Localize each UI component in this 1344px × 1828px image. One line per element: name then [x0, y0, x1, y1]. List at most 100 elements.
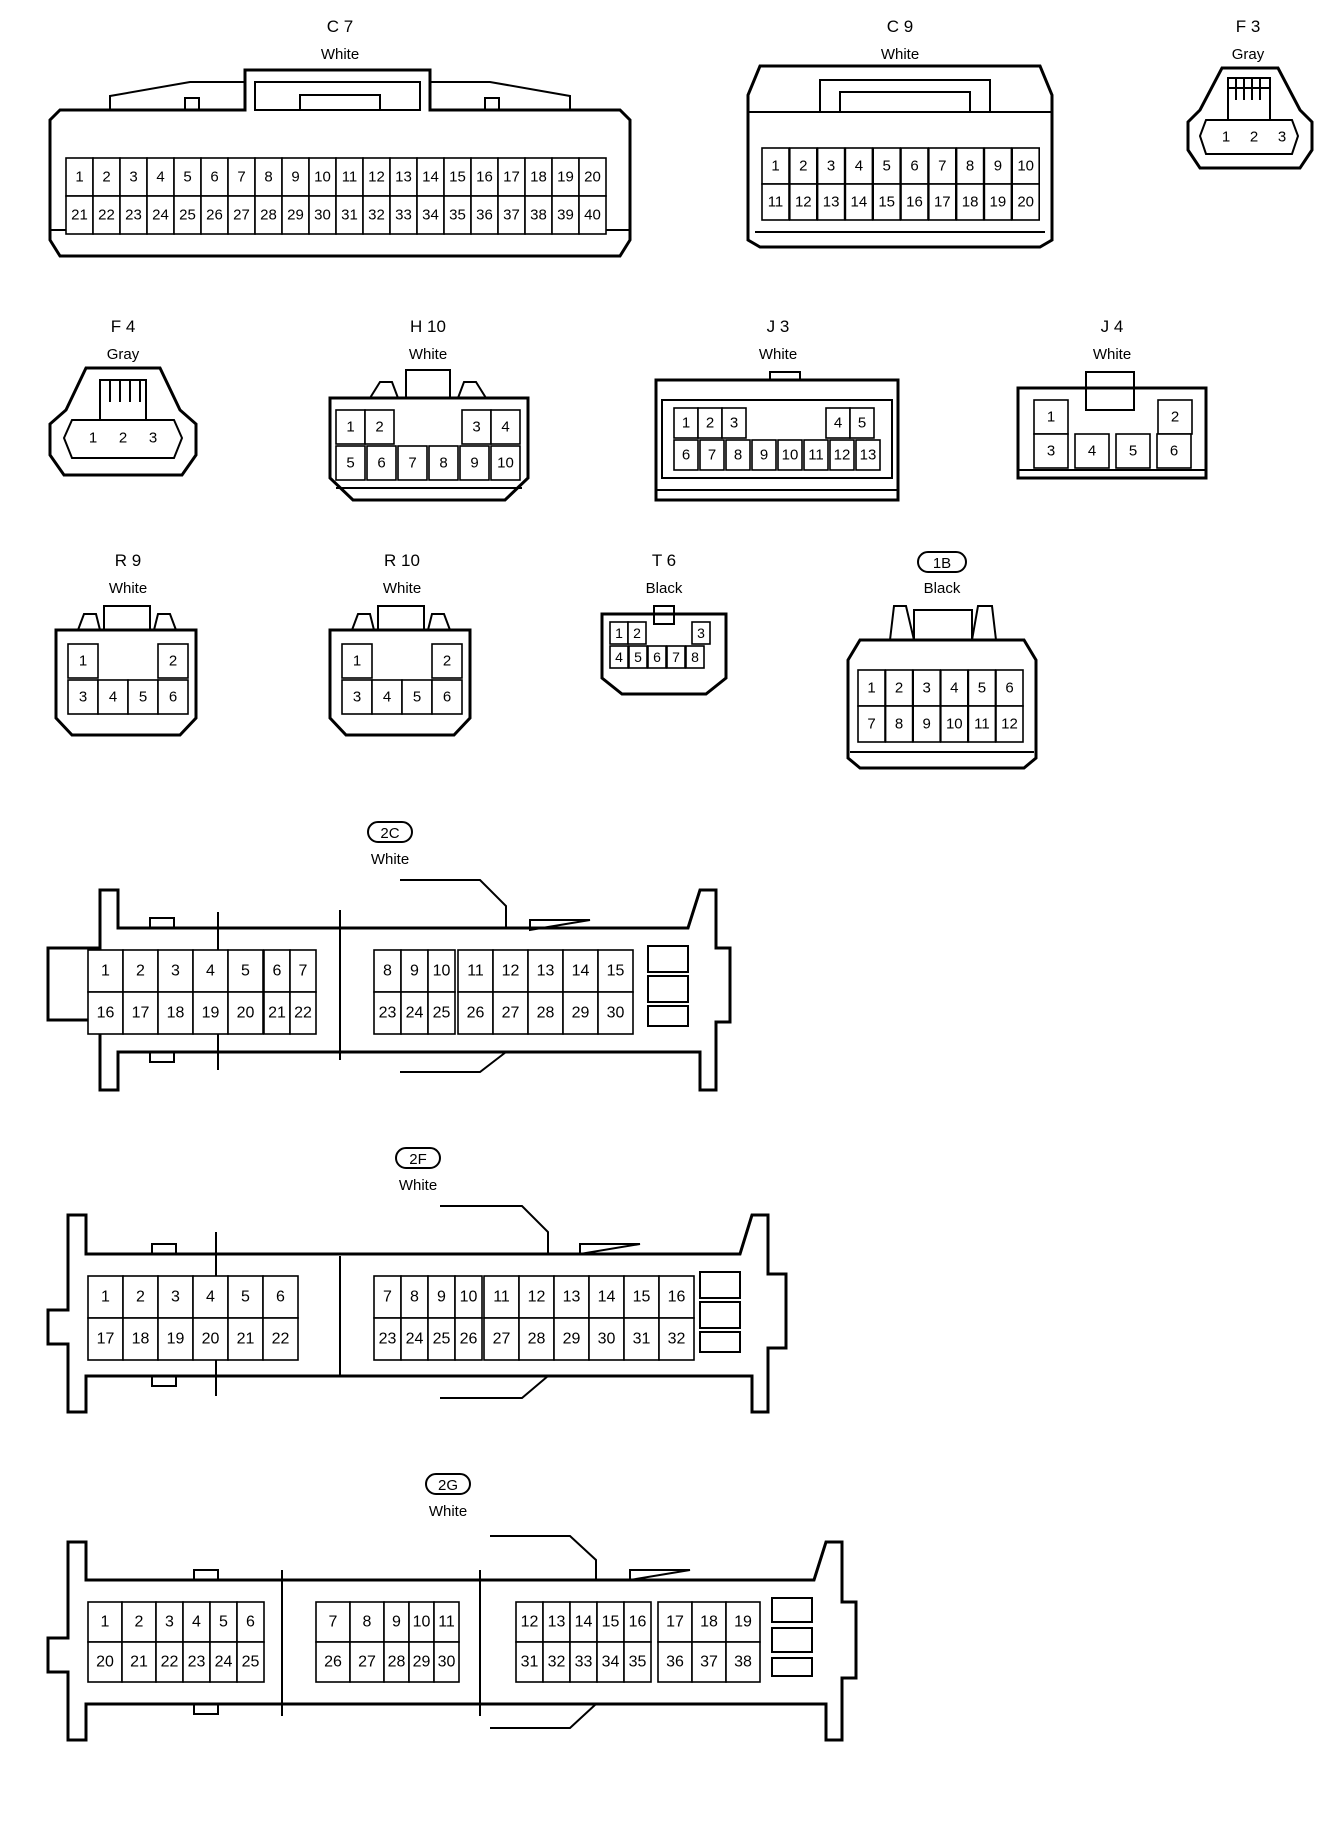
pin-2G-1-cell [87, 1601, 123, 1643]
pin-2C-16-cell [87, 991, 124, 1035]
pin-2G-37: 37 [700, 1654, 718, 1671]
pin-2F-23-cell [373, 1317, 402, 1361]
pin-J4-5-cell [1115, 433, 1151, 469]
pin-T6-2: 2 [633, 625, 641, 641]
pin-C7-1: 1 [75, 169, 83, 186]
pin-1B-3: 3 [923, 680, 931, 697]
pin-2G-30-cell [433, 1641, 460, 1683]
pin-C7-18-cell [524, 157, 553, 197]
connector-2G: 2G White 1202213224235246257268279281029… [46, 1473, 858, 1742]
pin-T6-4: 4 [615, 649, 623, 665]
connector-H10-color: White [409, 346, 447, 363]
pin-2C-23-cell [373, 991, 402, 1035]
pin-C7-26-cell [200, 195, 229, 235]
pin-J3-6: 6 [682, 447, 690, 464]
pin-C7-4: 4 [156, 169, 164, 186]
pin-2F-22-cell [262, 1317, 299, 1361]
pin-J3-10: 10 [782, 447, 799, 464]
pin-2G-23: 23 [188, 1654, 206, 1671]
pin-1B-9-cell [912, 705, 942, 743]
pin-J3-11: 11 [808, 447, 824, 464]
pin-C9-12: 12 [795, 194, 812, 211]
pin-2C-14: 14 [572, 963, 590, 980]
pin-C7-35-cell [443, 195, 472, 235]
pin-T6-4-cell [609, 645, 629, 669]
pin-C7-37: 37 [503, 207, 520, 224]
pin-C7-15: 15 [449, 169, 466, 186]
pin-2G-36-cell [657, 1641, 693, 1683]
pin-C7-27: 27 [233, 207, 250, 224]
pin-C9-16-cell [900, 183, 929, 221]
pin-2F-3-cell [157, 1275, 194, 1319]
pin-C9-13: 13 [823, 194, 840, 211]
pin-R9-3-cell [67, 679, 99, 715]
connector-J3-name: J 3 [767, 317, 790, 336]
pin-R10-2-cell [431, 643, 463, 679]
connector-2F-name: 2F [409, 1151, 427, 1168]
pin-2F-3: 3 [171, 1289, 180, 1306]
pin-C7-37-cell [497, 195, 526, 235]
pin-2G-33-cell [569, 1641, 598, 1683]
pin-C7-24: 24 [152, 207, 169, 224]
pin-R9-4-cell [97, 679, 129, 715]
pin-C7-8: 8 [264, 169, 272, 186]
pin-R9-1: 1 [79, 653, 87, 670]
pin-C9-4-cell [844, 147, 874, 185]
pin-J4-4-cell [1074, 433, 1110, 469]
pin-2G-38-cell [725, 1641, 761, 1683]
pin-C7-11-cell [335, 157, 364, 197]
connector-C7-color: White [321, 46, 359, 63]
connector-2G-color: White [429, 1503, 467, 1520]
pin-T6-8-cell [685, 645, 705, 669]
pin-F3-1: 1 [1222, 129, 1230, 146]
pin-2G-12: 12 [521, 1614, 539, 1631]
pin-C7-30: 30 [314, 207, 331, 224]
pin-R10-2: 2 [443, 653, 451, 670]
pin-H10-8-cell [428, 445, 459, 481]
pin-C7-40-cell [578, 195, 607, 235]
pin-C7-21: 21 [71, 207, 88, 224]
connector-R9-color: White [109, 580, 147, 597]
pin-J3-10-cell [777, 439, 803, 471]
pin-C9-1-cell [761, 147, 790, 185]
pin-H10-2-cell [364, 409, 395, 445]
pin-C7-25: 25 [179, 207, 196, 224]
pin-C9-3: 3 [827, 158, 835, 175]
pin-J3-2: 2 [706, 415, 714, 432]
pin-2F-32: 32 [668, 1331, 686, 1348]
pin-R9-2: 2 [169, 653, 177, 670]
pin-C7-32: 32 [368, 207, 385, 224]
pin-T6-1: 1 [615, 625, 623, 641]
pin-C9-3-cell [816, 147, 846, 185]
pin-2G-29: 29 [413, 1654, 431, 1671]
pin-2G-13: 13 [548, 1614, 566, 1631]
pin-2C-22-cell [289, 991, 317, 1035]
pin-2F-19-cell [157, 1317, 194, 1361]
pin-grid-2F: 1172183194205216227238249251026112712281… [87, 1275, 695, 1361]
pin-1B-5-cell [967, 669, 997, 707]
pin-H10-3: 3 [472, 419, 480, 436]
pin-2F-18: 18 [132, 1331, 150, 1348]
pin-C7-28-cell [254, 195, 283, 235]
connector-2F: 2F White 1172183194205216227238249251026… [46, 1147, 788, 1414]
pin-2F-25-cell [427, 1317, 456, 1361]
pin-J4-3-cell [1033, 433, 1069, 469]
pin-C9-7: 7 [938, 158, 946, 175]
pin-2G-27-cell [349, 1641, 385, 1683]
pin-2C-13: 13 [537, 963, 555, 980]
pin-1B-9: 9 [923, 716, 931, 733]
connector-J4-color: White [1093, 346, 1131, 363]
pin-2C-10: 10 [433, 963, 451, 980]
pin-2F-10: 10 [460, 1289, 478, 1306]
pin-R10-1: 1 [353, 653, 361, 670]
pin-2F-12: 12 [528, 1289, 546, 1306]
pin-2G-31-cell [515, 1641, 544, 1683]
pin-2F-20: 20 [202, 1331, 220, 1348]
pin-C9-2: 2 [799, 158, 807, 175]
connector-R10-name: R 10 [384, 551, 420, 570]
